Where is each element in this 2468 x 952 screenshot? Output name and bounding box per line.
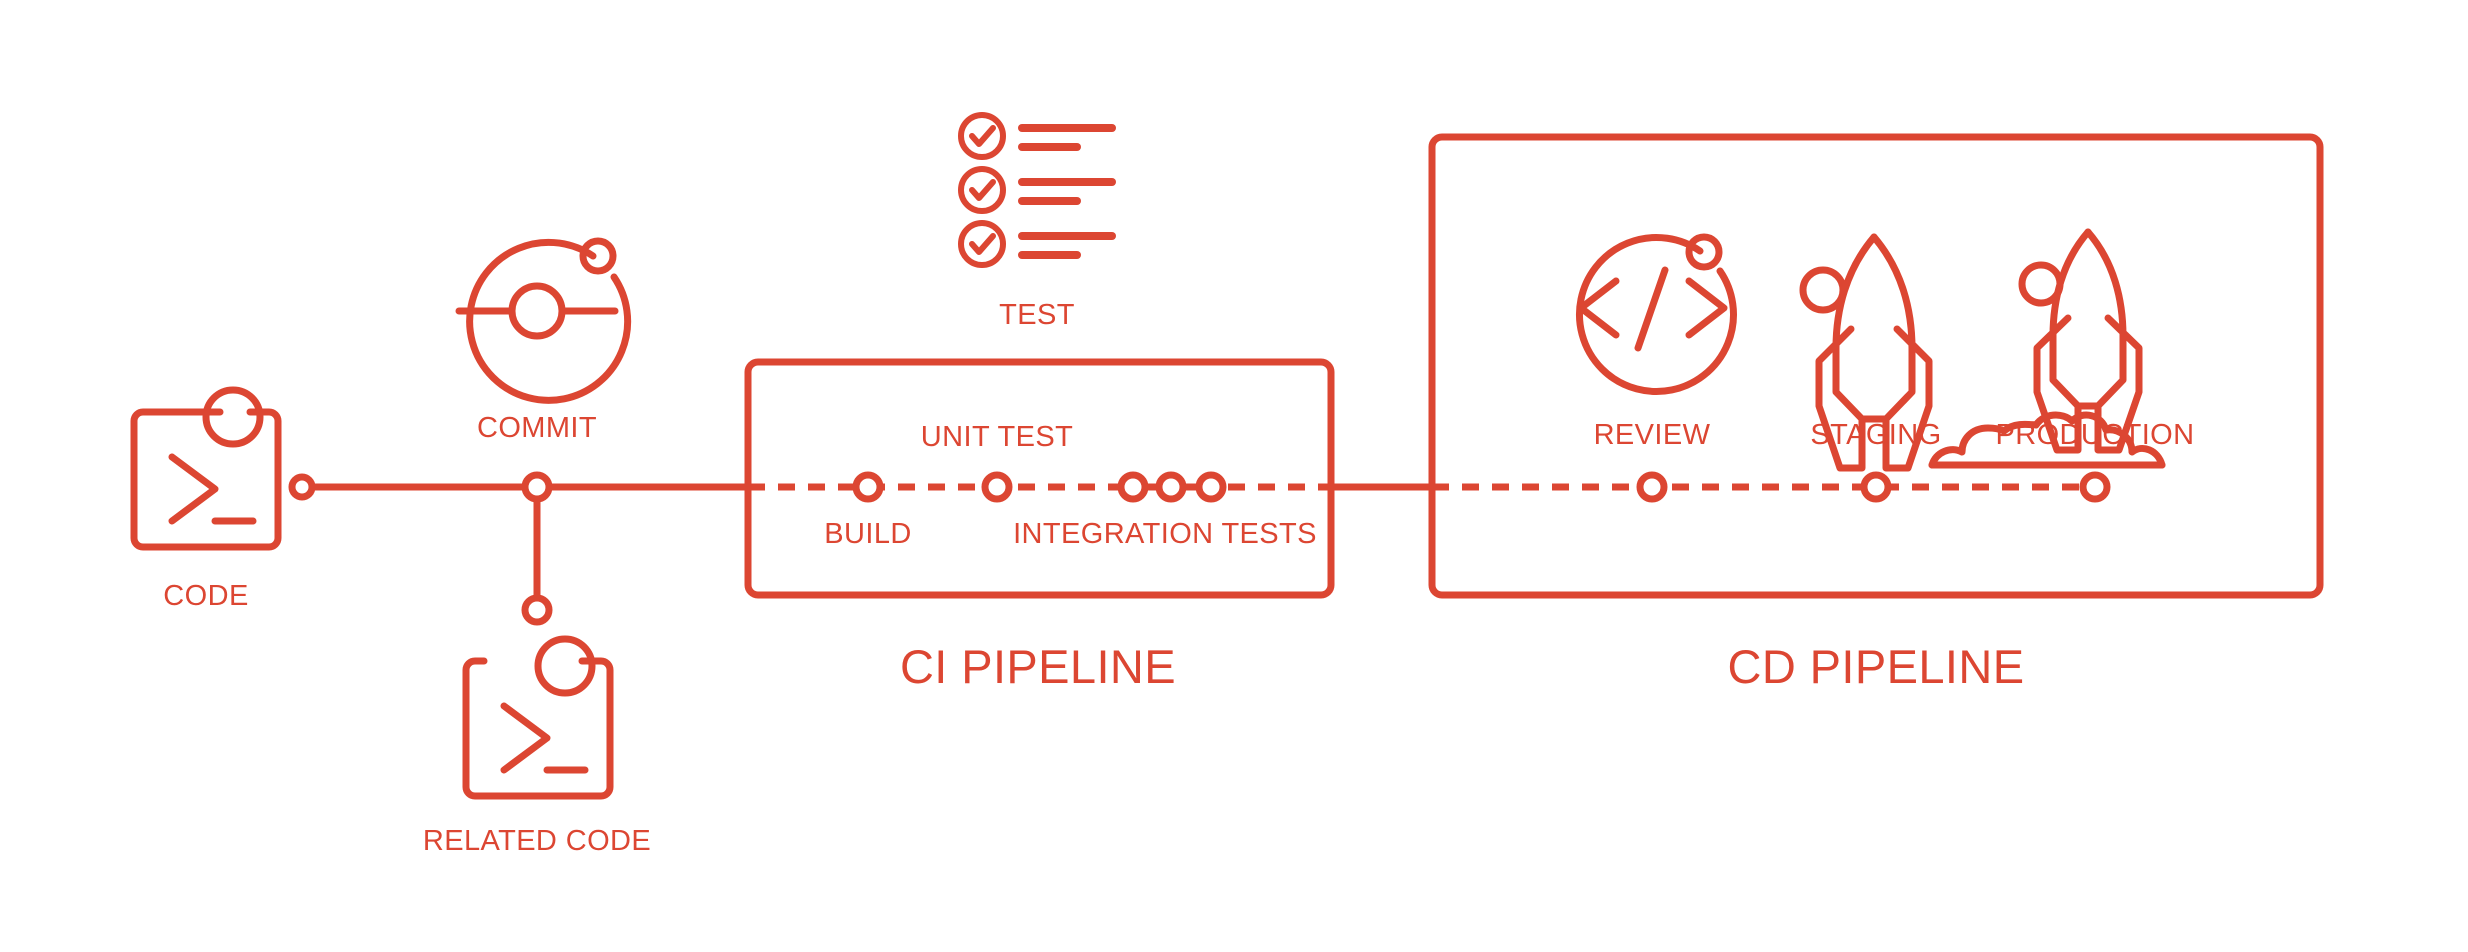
node-build[interactable] (852, 471, 884, 503)
node-integration-test-3[interactable] (1195, 471, 1227, 503)
node-commit[interactable] (521, 471, 553, 503)
review-label: REVIEW (1594, 419, 1711, 451)
ci-pipeline-box (744, 358, 1335, 599)
ci-pipeline-label: CI PIPELINE (900, 640, 1176, 693)
cd-pipeline-box (1428, 133, 2324, 599)
node-staging[interactable] (1860, 471, 1892, 503)
rocket-launch-icon (1928, 228, 2166, 469)
commit-node-icon (455, 237, 632, 404)
production-label: PRODUCTION (1996, 419, 2195, 451)
node-related-code[interactable] (521, 594, 553, 626)
checklist-icon (958, 112, 1116, 268)
unit-test-label: UNIT TEST (921, 421, 1073, 453)
node-review[interactable] (1636, 471, 1668, 503)
code-brackets-circle-icon (1575, 233, 1737, 396)
staging-label: STAGING (1810, 419, 1941, 451)
node-integration-test-2[interactable] (1155, 471, 1187, 503)
integration-tests-label: INTEGRATION TESTS (1013, 518, 1317, 550)
node-integration-test-1[interactable] (1117, 471, 1149, 503)
build-label: BUILD (824, 518, 911, 550)
rocket-icon (1799, 233, 1933, 472)
node-production[interactable] (2079, 471, 2111, 503)
test-label: TEST (999, 299, 1075, 331)
node-code[interactable] (288, 473, 316, 501)
cd-pipeline-label: CD PIPELINE (1728, 640, 2025, 693)
node-unit-test[interactable] (981, 471, 1013, 503)
related-code-label: RELATED CODE (423, 825, 651, 857)
terminal-code-icon (462, 635, 614, 800)
code-label: CODE (163, 580, 248, 612)
commit-label: COMMIT (477, 412, 597, 444)
terminal-code-icon (130, 386, 282, 551)
